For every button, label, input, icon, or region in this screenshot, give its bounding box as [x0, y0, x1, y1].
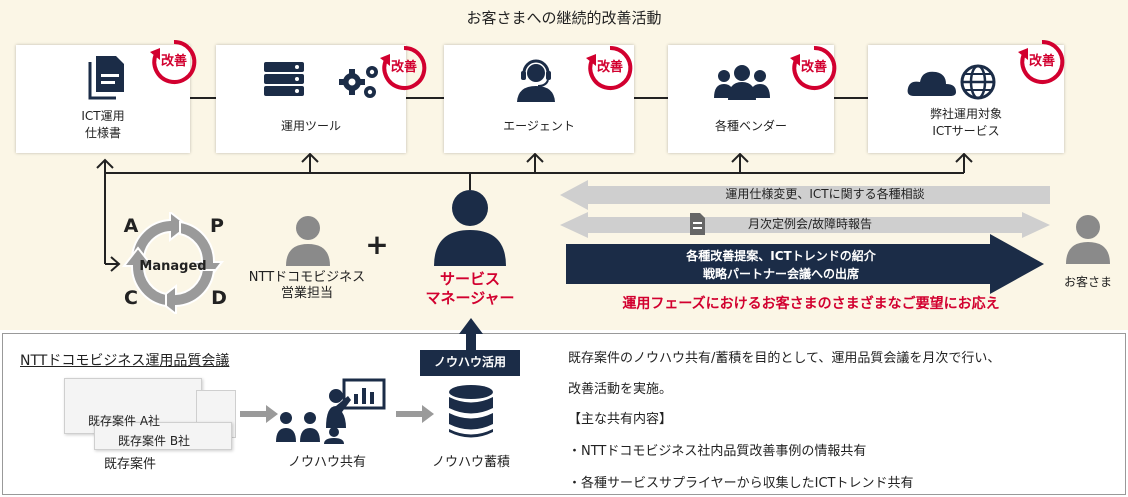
- item-5-label2: ICTサービス: [932, 124, 1000, 138]
- kaizen-cycle-icon: [150, 39, 197, 84]
- cycle-p-label: P: [210, 215, 224, 237]
- store-label: ノウハウ蓄積: [431, 455, 510, 470]
- sales-label1: NTTドコモビジネス: [248, 270, 366, 285]
- manager-label1: サービス: [439, 270, 500, 288]
- database-icon: [449, 385, 493, 438]
- consult-arrow-label: 運用仕様変更、ICTに関する各種相談: [725, 187, 925, 201]
- desc-line2: 改善活動を実施。: [568, 382, 673, 397]
- kaizen-label: 改善: [596, 60, 623, 75]
- item-1-label1: ICT運用: [81, 109, 125, 123]
- quality-title: NTTドコモビジネス運用品質会議: [20, 353, 230, 369]
- kaizen-cycle-icon: [790, 45, 837, 90]
- case-b-sheet: [94, 422, 232, 450]
- kaizen-label: 改善: [800, 60, 827, 75]
- report-document-icon: [690, 213, 705, 235]
- kaizen-label: 改善: [1028, 54, 1055, 69]
- document-icon: [88, 56, 124, 100]
- service-manager-icon: [434, 190, 506, 266]
- box-tools: [216, 45, 406, 153]
- customer-icon: [1066, 215, 1110, 264]
- item-2-label: 運用ツール: [280, 119, 341, 133]
- sales-person-icon: [286, 216, 330, 266]
- kaizen-cycle-icon: [586, 45, 633, 90]
- pdca-cycle-icon: [121, 212, 225, 314]
- report-arrow-label: 月次定例会/故障時報告: [747, 217, 873, 231]
- kaizen-label: 改善: [390, 60, 417, 75]
- flow-arrow: [396, 405, 434, 423]
- desc-bullet1: ・NTTドコモビジネス社内品質改善事例の情報共有: [568, 444, 867, 459]
- cycle-d-label: D: [211, 287, 227, 309]
- communication-arrows: [560, 180, 1050, 294]
- group-icon: [714, 65, 770, 100]
- item-3-label: エージェント: [503, 119, 575, 133]
- item-1-label2: 仕様書: [84, 126, 121, 140]
- cases-label: 既存案件: [103, 457, 156, 472]
- cycle-center-label: Managed: [139, 259, 207, 274]
- cloud-globe-icon: [907, 64, 996, 100]
- proposal-label1: 各種改善提案、ICTトレンドの紹介: [686, 249, 876, 263]
- box-ict-services: [868, 45, 1064, 153]
- cycle-c-label: C: [124, 287, 138, 309]
- response-text: 運用フェーズにおけるお客さまのさまざまなご要望にお応え: [622, 296, 1000, 312]
- case-a-label: 既存案件 A社: [88, 414, 161, 428]
- sales-label2: 営業担当: [280, 286, 333, 301]
- customer-label: お客さま: [1063, 275, 1112, 289]
- server-gears-icon: [264, 62, 378, 98]
- band-title: お客さまへの継続的改善活動: [466, 9, 662, 27]
- flow-arrow: [240, 405, 278, 423]
- usage-label-box: [420, 350, 520, 376]
- proposal-label2: 戦略パートナー会議への出席: [702, 267, 859, 281]
- share-label: ノウハウ共有: [287, 455, 366, 470]
- kaizen-cycle-icon: [380, 45, 427, 90]
- connectors: [96, 97, 973, 272]
- kaizen-label: 改善: [160, 54, 187, 69]
- headset-person-icon: [517, 59, 555, 102]
- item-5-label1: 弊社運用対象: [929, 107, 1002, 121]
- kaizen-cycle-icon: [1018, 39, 1065, 84]
- plus-sign: +: [365, 228, 389, 261]
- desc-line1: 既存案件のノウハウ共有/蓄積を目的として、運用品質会議を月次で行い、: [568, 351, 1001, 366]
- cycle-a-label: A: [123, 215, 139, 237]
- item-4-label: 各種ベンダー: [714, 119, 787, 133]
- case-b-label: 既存案件 B社: [118, 434, 191, 448]
- manager-label2: マネージャー: [425, 289, 515, 307]
- usage-up-arrow: [459, 318, 483, 350]
- desc-heading: 【主な共有内容】: [568, 412, 673, 427]
- desc-bullet2: ・各種サービスサプライヤーから収集したICTトレンド共有: [568, 476, 914, 491]
- usage-label: ノウハウ活用: [433, 355, 506, 369]
- presentation-group-icon: [276, 378, 386, 444]
